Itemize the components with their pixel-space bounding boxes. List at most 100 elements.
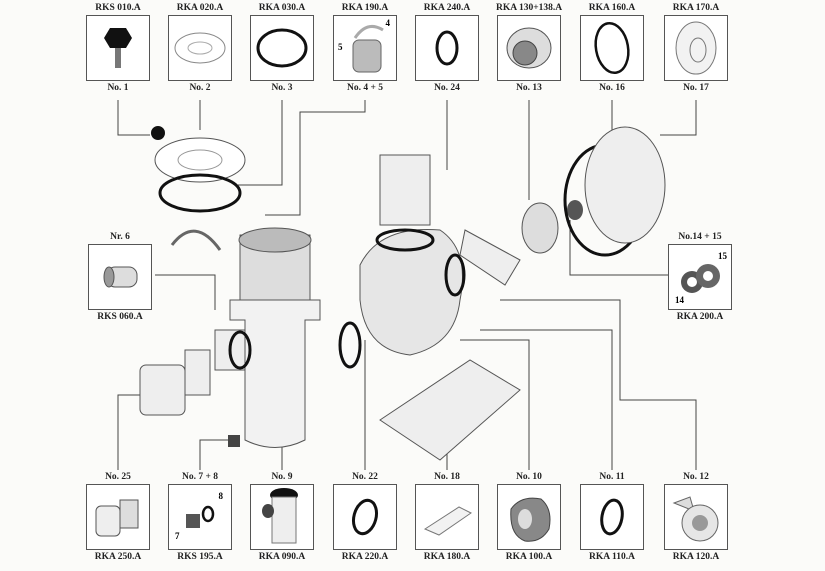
part-code: RKA 020.A <box>176 3 224 13</box>
leader-line-1 <box>117 100 150 136</box>
lid-icon <box>168 15 232 81</box>
diffuser-part <box>459 229 521 286</box>
part-number: No. 3 <box>271 83 293 93</box>
part-number: No.14 + 15 <box>678 232 722 242</box>
part-no-25[interactable]: No. 25 RKA 250.A <box>85 472 151 562</box>
pump-housing <box>359 154 463 356</box>
part-number: No. 24 <box>434 83 460 93</box>
leader-line-25 <box>117 394 150 470</box>
diffuser-icon <box>664 484 728 550</box>
sub-label: 14 <box>675 295 684 305</box>
leader-line-12 <box>500 299 697 470</box>
part-no-2[interactable]: RKA 020.A No. 2 <box>167 3 233 93</box>
part-code: RKA 170.A <box>672 3 720 13</box>
part-number: No. 1 <box>107 83 129 93</box>
part-code: RKA 100.A <box>505 552 553 562</box>
o-ring-icon <box>415 15 479 81</box>
part-code: RKA 190.A <box>341 3 389 13</box>
part-code: RKA 160.A <box>588 3 636 13</box>
part-number: No. 16 <box>599 83 625 93</box>
drain-plug-part <box>228 435 240 447</box>
part-code: RKA 090.A <box>258 552 306 562</box>
leader-line-4 <box>265 100 366 216</box>
o-ring-3 <box>158 173 242 213</box>
part-number: No. 4 + 5 <box>346 83 384 93</box>
sub-label: 5 <box>338 42 343 52</box>
part-number: No. 18 <box>434 472 460 482</box>
knob-part <box>151 126 165 140</box>
part-code: RKA 110.A <box>589 552 635 562</box>
part-no-22[interactable]: No. 22 RKA 220.A <box>332 472 398 562</box>
part-number: No. 2 <box>189 83 211 93</box>
leader-line-11 <box>480 329 613 470</box>
connector-icon <box>88 244 152 310</box>
sub-label: 15 <box>718 251 727 261</box>
part-code: RKA 250.A <box>94 552 142 562</box>
impeller-part <box>521 202 559 254</box>
part-number: No. 12 <box>683 472 709 482</box>
leader-line-17 <box>660 100 697 136</box>
part-no-17[interactable]: RKA 170.A No. 17 <box>663 3 729 93</box>
part-no-1[interactable]: RKS 010.A No. 1 <box>85 3 151 93</box>
o-ring-icon <box>250 15 314 81</box>
leader-line-10 <box>460 339 530 470</box>
part-code: RKA 220.A <box>341 552 389 562</box>
part-code: RKA 030.A <box>258 3 306 13</box>
part-code: RKA 120.A <box>672 552 720 562</box>
strainer-housing <box>214 227 321 448</box>
part-number: Nr. 6 <box>110 232 130 242</box>
part-number: No. 17 <box>683 83 709 93</box>
part-no-13[interactable]: RKA 130+138.A No. 13 <box>496 3 562 93</box>
part-code: RKA 180.A <box>423 552 471 562</box>
knob-icon <box>86 15 150 81</box>
part-no-6[interactable]: Nr. 6 RKS 060.A <box>87 232 153 322</box>
pump-housing-icon <box>497 484 561 550</box>
sub-label: 4 <box>385 18 391 28</box>
impeller-icon <box>497 15 561 81</box>
part-number: No. 22 <box>352 472 378 482</box>
motor-flange-part <box>584 126 666 244</box>
part-no-11[interactable]: No. 11 RKA 110.A <box>579 472 645 562</box>
basket-handle <box>170 229 222 251</box>
part-code: RKS 010.A <box>95 3 141 13</box>
bearing-part <box>567 200 583 220</box>
base-part <box>379 359 521 461</box>
part-code: RKA 200.A <box>676 312 724 322</box>
part-code: RKA 240.A <box>423 3 471 13</box>
lid-part <box>154 137 246 183</box>
part-code: RKA 130+138.A <box>496 3 563 13</box>
part-number: No. 11 <box>599 472 625 482</box>
leader-line-7 <box>199 439 228 470</box>
part-number: No. 7 + 8 <box>181 472 219 482</box>
union-part <box>139 349 211 416</box>
o-ring-icon <box>333 484 397 550</box>
part-no-18[interactable]: No. 18 RKA 180.A <box>414 472 480 562</box>
part-no-3[interactable]: RKA 030.A No. 3 <box>249 3 315 93</box>
sub-label: 7 <box>175 531 180 541</box>
part-no-10[interactable]: No. 10 RKA 100.A <box>496 472 562 562</box>
part-number: No. 10 <box>516 472 542 482</box>
o-ring-11 <box>444 253 466 297</box>
o-ring-22 <box>338 321 362 369</box>
part-no-24[interactable]: RKA 240.A No. 24 <box>414 3 480 93</box>
part-code: RKS 060.A <box>97 312 143 322</box>
part-number: No. 13 <box>516 83 542 93</box>
o-ring-icon <box>580 484 644 550</box>
part-no-12[interactable]: No. 12 RKA 120.A <box>663 472 729 562</box>
base-icon <box>415 484 479 550</box>
sub-label: 8 <box>218 491 224 501</box>
part-no-16[interactable]: RKA 160.A No. 16 <box>579 3 645 93</box>
motor-flange-icon <box>664 15 728 81</box>
o-ring-side <box>228 330 252 370</box>
union-icon <box>86 484 150 550</box>
leader-line-14 <box>569 220 668 276</box>
leader-line-3 <box>238 100 283 186</box>
part-number: No. 25 <box>105 472 131 482</box>
